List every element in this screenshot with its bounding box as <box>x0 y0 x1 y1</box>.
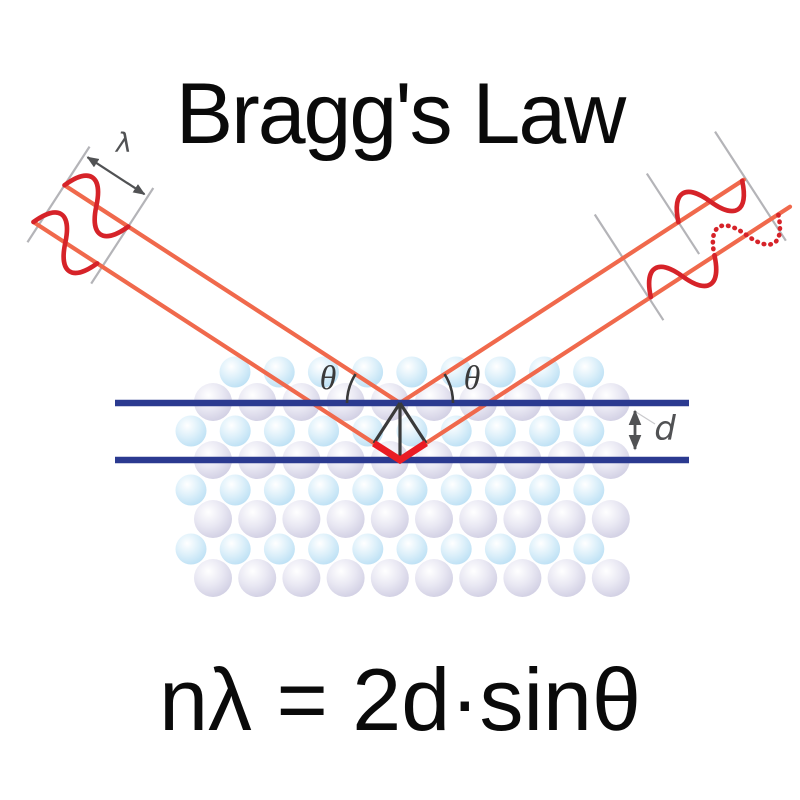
atom-large <box>591 500 630 538</box>
atom-small <box>263 533 295 565</box>
atom-large <box>238 500 277 538</box>
atom-small <box>573 474 605 506</box>
incident-ray-lower <box>31 219 403 463</box>
wavelength-arrow <box>86 156 146 196</box>
atom-large <box>547 559 586 597</box>
atom-small <box>529 474 561 506</box>
atom-large <box>370 500 409 538</box>
atom-small <box>528 356 560 388</box>
atom-small <box>307 356 339 388</box>
perpendicular-left <box>372 402 402 445</box>
atom-large <box>591 559 630 597</box>
d-spacing-dimension: d <box>628 409 676 451</box>
atom-small <box>484 533 516 565</box>
atom-small <box>352 356 384 388</box>
atom-large <box>194 500 232 538</box>
atom-small <box>396 533 428 565</box>
atom-large <box>415 500 453 538</box>
d-leader-line <box>635 411 656 425</box>
atom-small <box>396 356 428 388</box>
theta-label-left: θ <box>320 360 337 397</box>
atom-large <box>459 500 498 538</box>
atom-small <box>396 474 428 506</box>
reflected-beam <box>397 131 800 463</box>
wavefront-line <box>645 172 701 255</box>
atom-small <box>263 415 295 447</box>
wavefront-line <box>714 131 787 242</box>
crystal-lattice <box>175 356 630 597</box>
atom-small <box>573 356 605 388</box>
theta-arc-right <box>443 373 455 404</box>
atom-small <box>175 415 207 447</box>
atom-small <box>484 356 516 388</box>
perpendicular-right <box>398 402 428 444</box>
atom-small <box>219 474 251 506</box>
atom-large <box>370 559 409 597</box>
braggs-law-formula: nλ = 2d·sinθ <box>159 650 641 749</box>
atom-small <box>529 415 561 447</box>
d-label: d <box>654 409 676 449</box>
incident-beam <box>22 146 403 463</box>
atom-small <box>219 415 251 447</box>
theta-label-right: θ <box>464 360 481 397</box>
atom-small <box>440 415 472 447</box>
reflected-ray-upper <box>397 177 746 406</box>
atom-small <box>175 533 207 565</box>
atom-small <box>440 533 472 565</box>
reflected-ray-lower <box>397 204 793 463</box>
atom-small <box>308 474 340 506</box>
atom-large <box>503 559 542 597</box>
atom-large <box>503 500 542 538</box>
atom-large <box>282 500 321 538</box>
atom-small <box>219 356 251 388</box>
wavefront-line <box>593 213 665 321</box>
atom-small <box>529 533 561 565</box>
atom-large <box>194 559 232 597</box>
atom-large <box>282 559 321 597</box>
atom-small <box>573 415 605 447</box>
atom-small <box>440 474 472 506</box>
atom-large <box>415 559 453 597</box>
lambda-label: λ <box>114 128 132 159</box>
atom-large <box>326 500 365 538</box>
atom-large <box>238 559 277 597</box>
atom-small <box>396 415 428 447</box>
atom-small <box>484 474 516 506</box>
atom-small <box>175 474 207 506</box>
atom-small <box>352 474 384 506</box>
atom-small <box>352 533 384 565</box>
atom-large <box>459 559 498 597</box>
atom-small <box>263 474 295 506</box>
page-title: Bragg's Law <box>176 66 627 162</box>
atom-small <box>219 533 251 565</box>
incident-ray-upper <box>62 183 403 406</box>
atom-small <box>308 415 340 447</box>
atom-large <box>547 500 586 538</box>
reflected-wave-upper <box>667 163 754 241</box>
path-difference-segments <box>372 440 428 465</box>
atom-large <box>326 559 365 597</box>
theta-arc-left <box>345 373 357 404</box>
atom-small <box>263 356 295 388</box>
atom-small <box>573 533 605 565</box>
atom-small <box>308 533 340 565</box>
atom-small <box>484 415 516 447</box>
